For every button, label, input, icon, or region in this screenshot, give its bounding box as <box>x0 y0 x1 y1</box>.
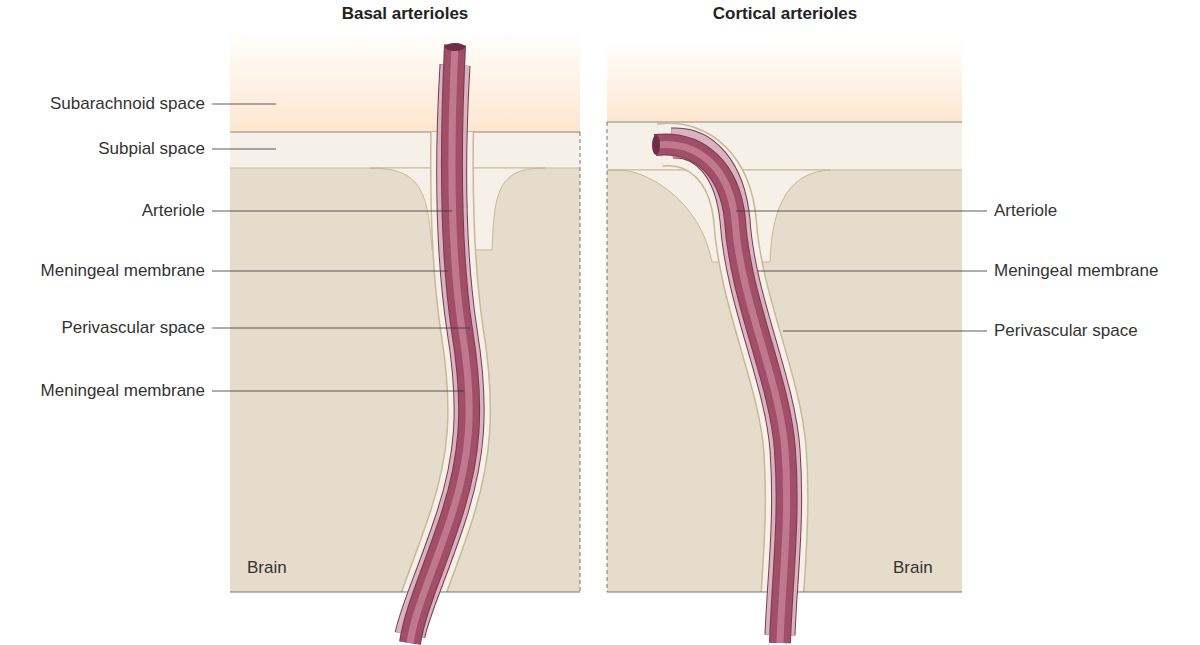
part-label: Meningeal membrane <box>41 261 205 281</box>
part-label: Perivascular space <box>61 318 205 338</box>
subarachnoid-space <box>607 40 962 122</box>
subpial-space <box>230 132 580 168</box>
part-label: Arteriole <box>994 201 1057 221</box>
part-label: Meningeal membrane <box>994 261 1158 281</box>
leader-lines <box>212 104 987 391</box>
subarachnoid-space <box>230 30 580 132</box>
basal-panel <box>230 30 580 643</box>
brain-tissue <box>230 168 580 592</box>
cortical-panel <box>607 40 962 643</box>
part-label: Subpial space <box>98 139 205 159</box>
part-label: Arteriole <box>142 201 205 221</box>
panel-title: Cortical arterioles <box>713 4 858 24</box>
region-label: Brain <box>247 558 287 578</box>
arteriole-vessel <box>655 144 787 643</box>
pia-line <box>230 132 580 133</box>
part-label: Subarachnoid space <box>50 94 205 114</box>
part-label: Meningeal membrane <box>41 381 205 401</box>
panel-title: Basal arterioles <box>342 4 469 24</box>
part-label: Perivascular space <box>994 321 1138 341</box>
region-label: Brain <box>893 558 933 578</box>
arteriole-vessel <box>410 45 469 643</box>
